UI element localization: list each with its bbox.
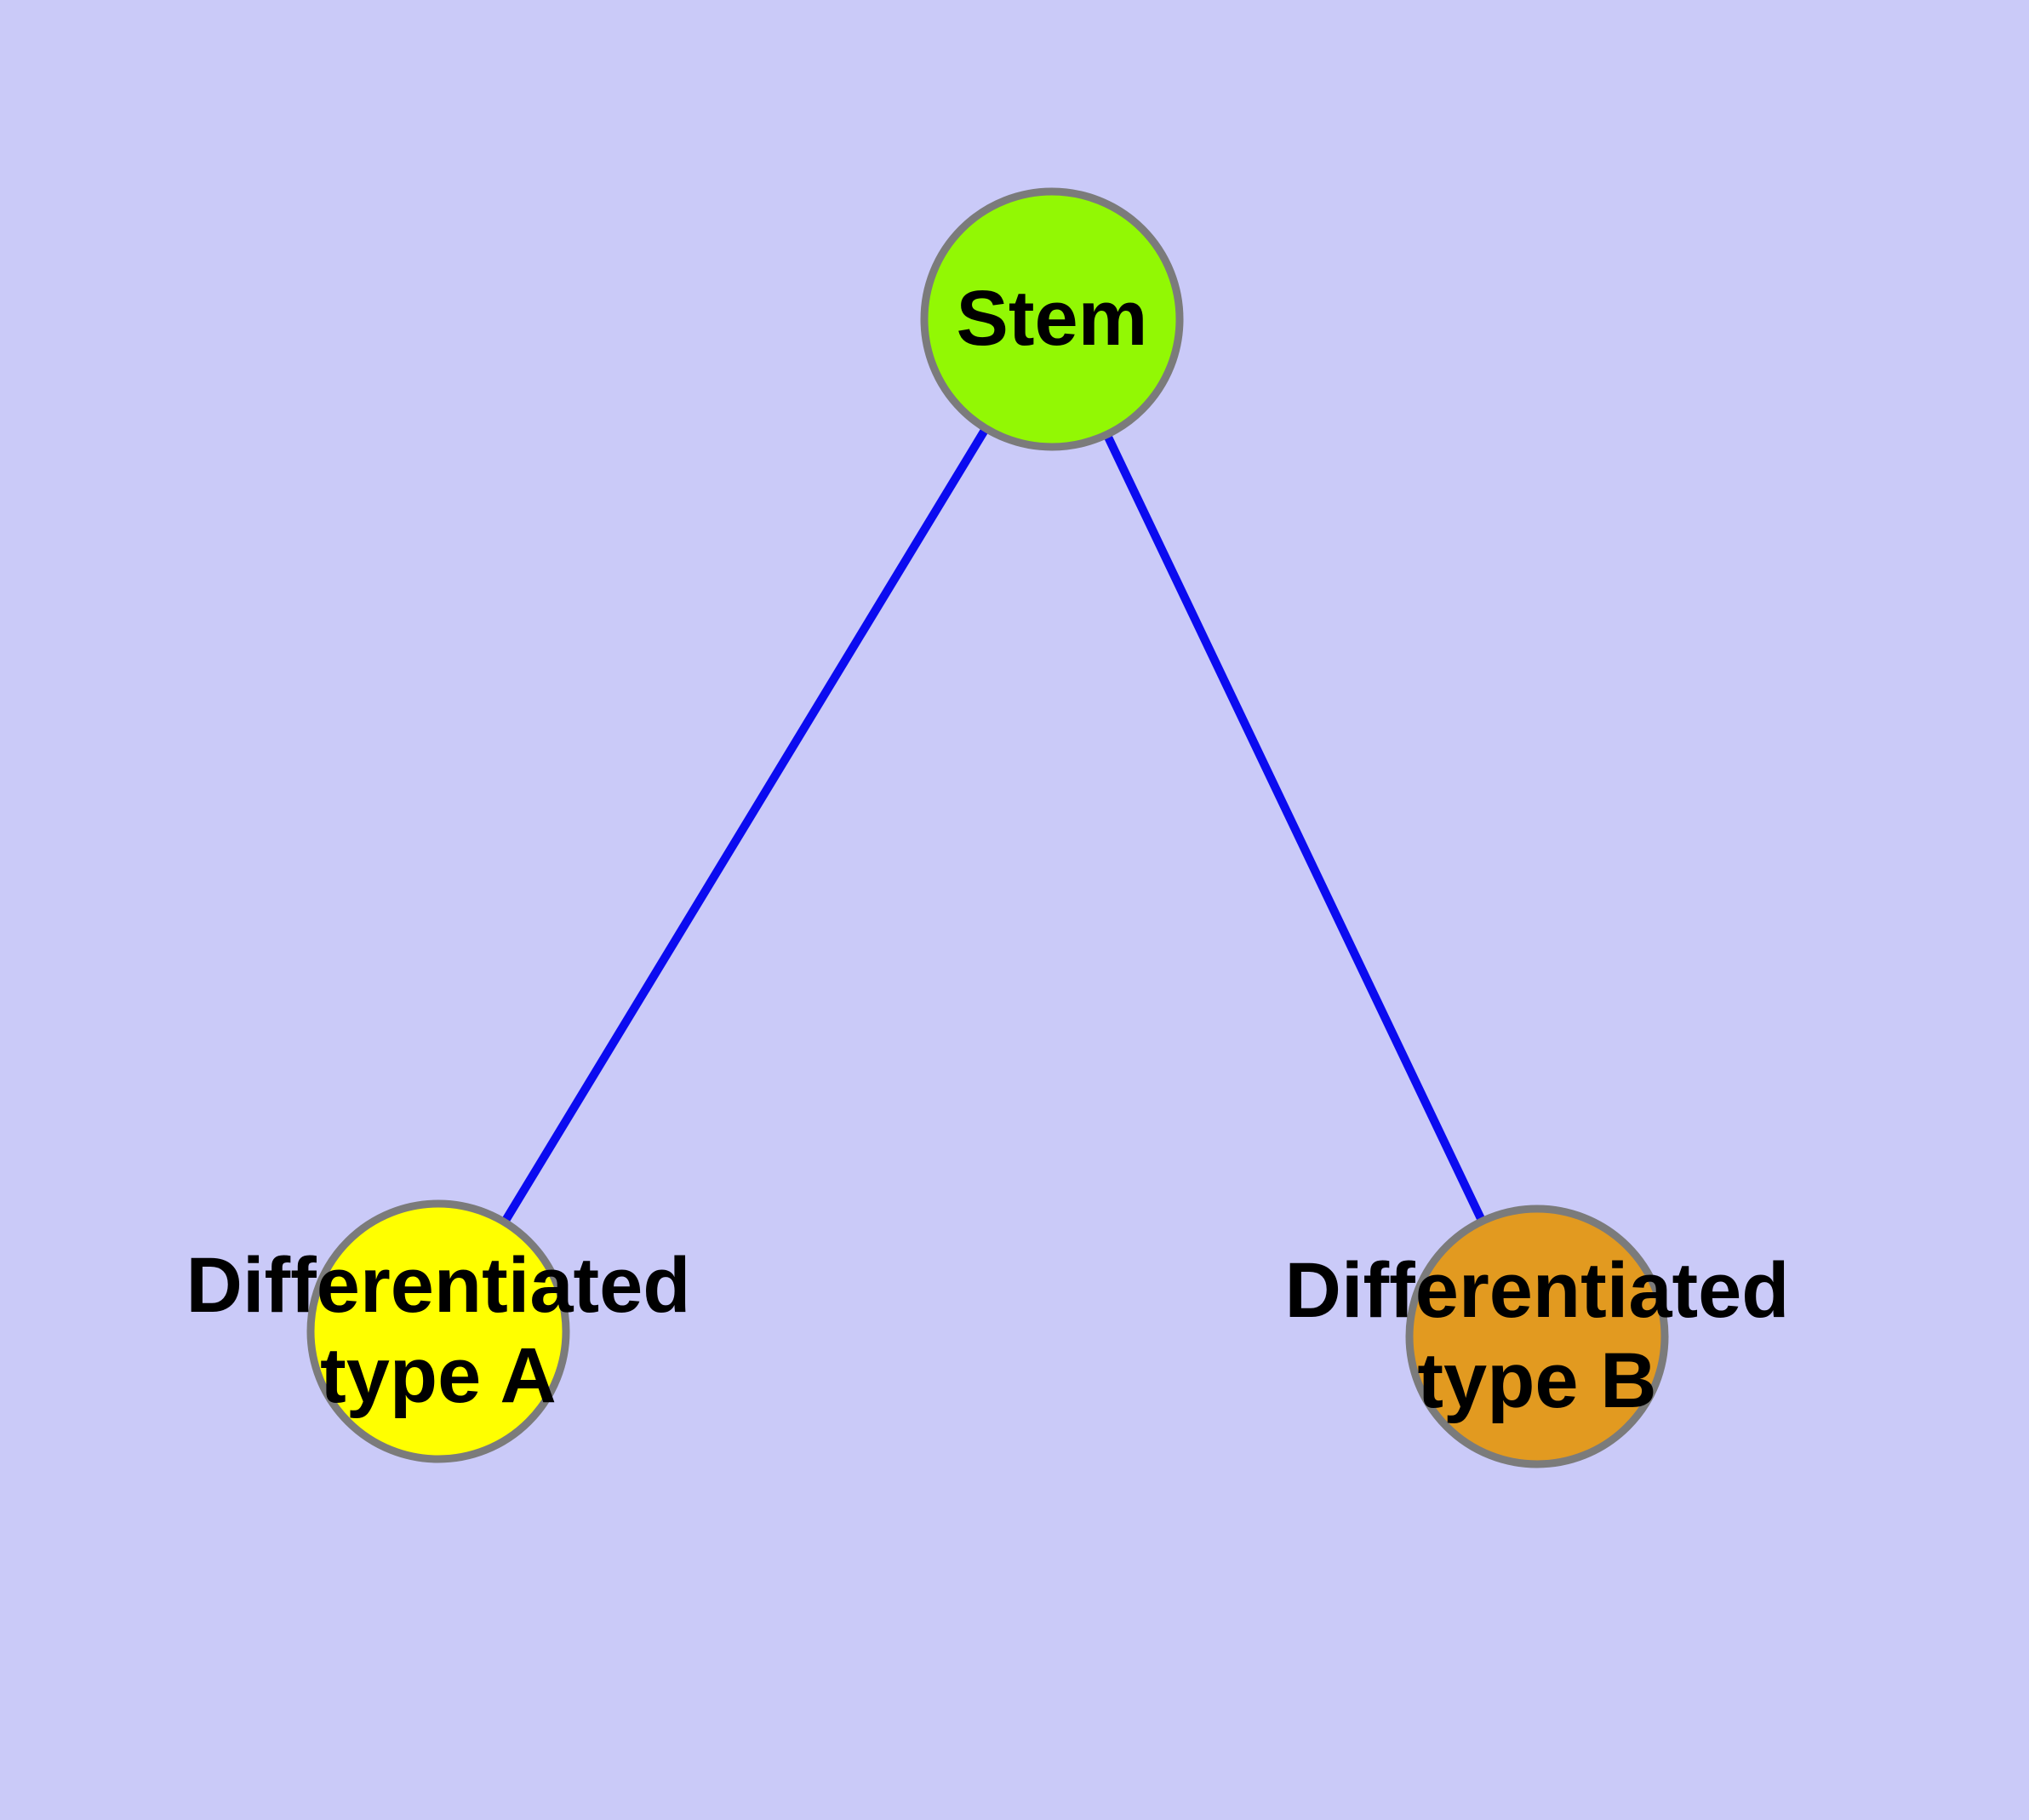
node-circle-typeA xyxy=(306,1199,570,1463)
edge-stem-to-typeB xyxy=(1048,317,1541,1339)
edge-stem-to-typeA xyxy=(434,317,1056,1334)
node-circle-stem xyxy=(920,187,1184,451)
node-circle-typeB xyxy=(1405,1205,1669,1468)
